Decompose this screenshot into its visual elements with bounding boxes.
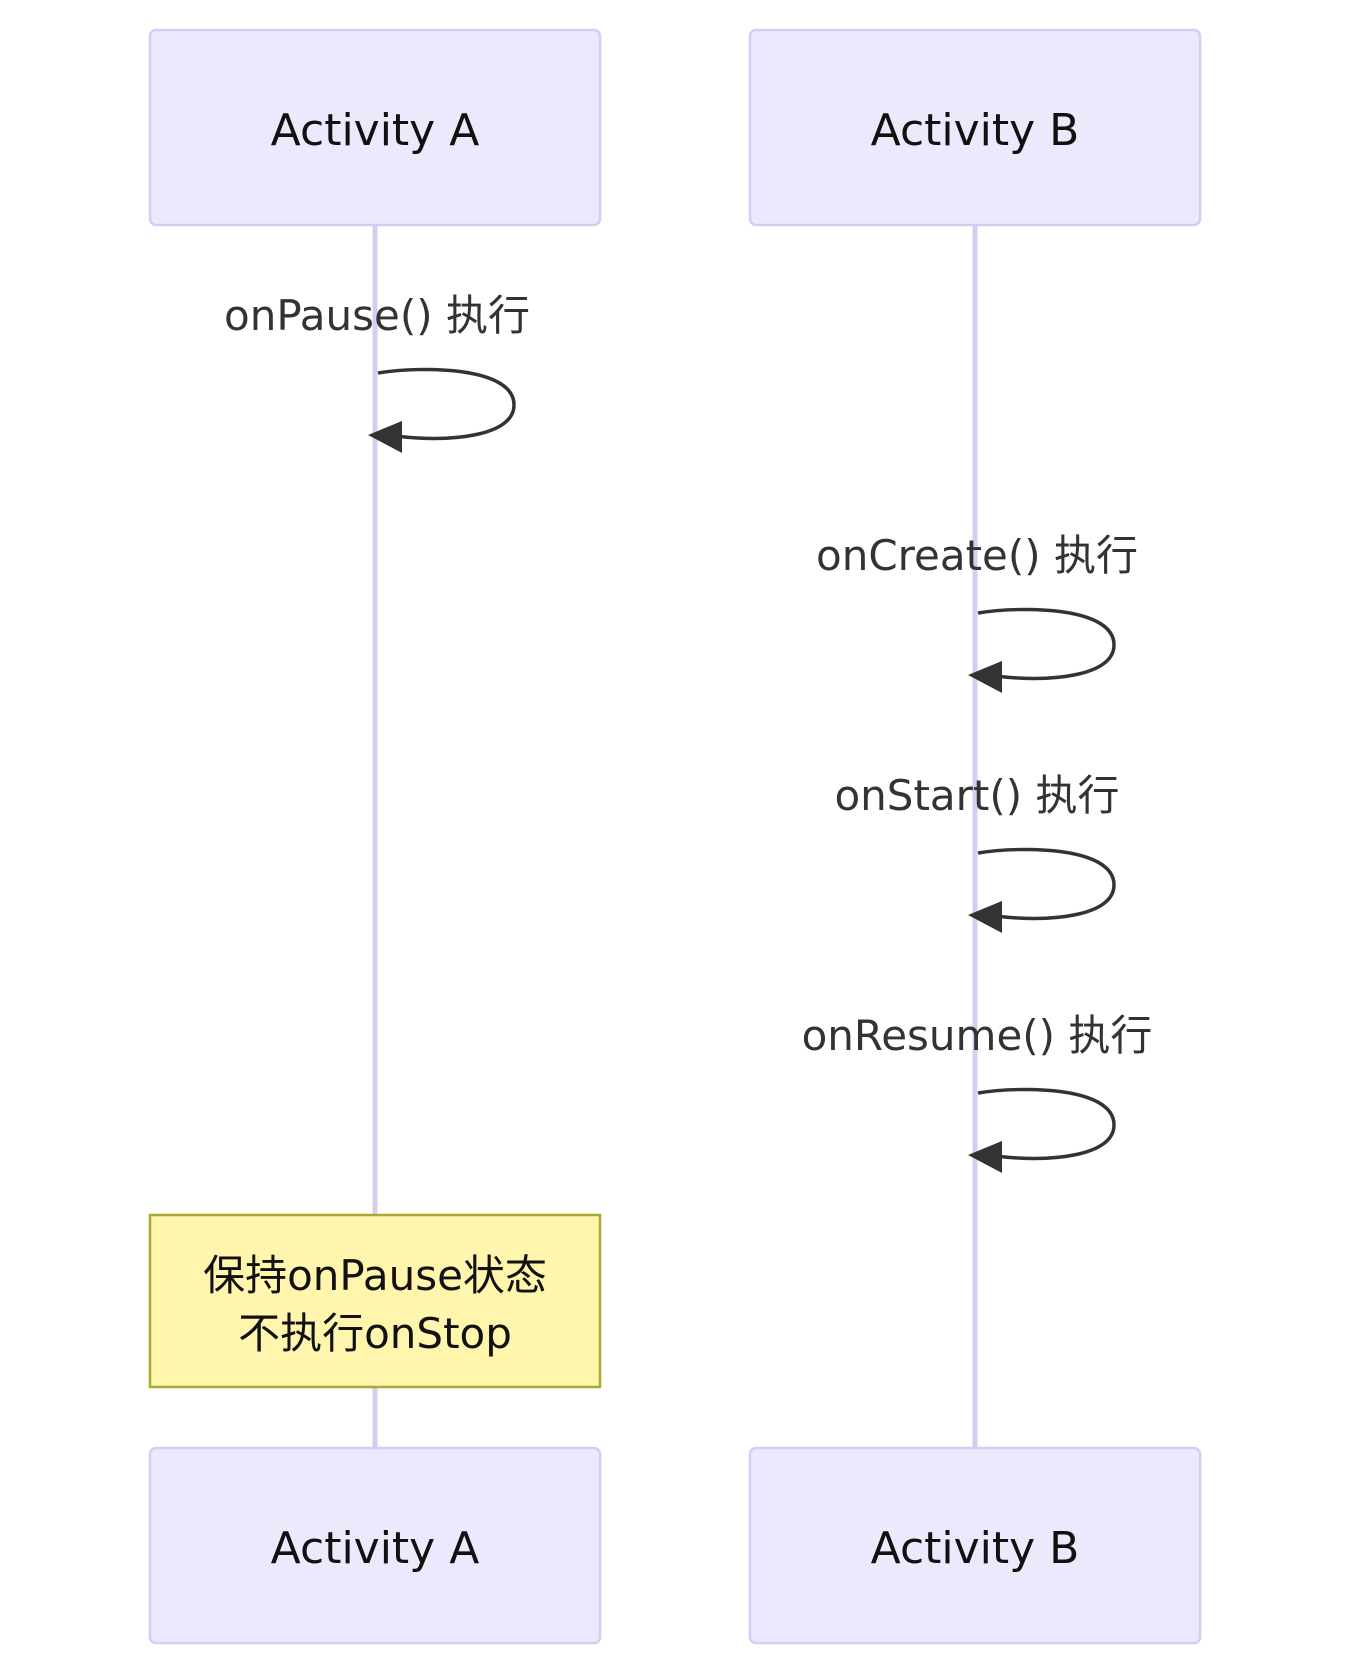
note-box (148, 1213, 602, 1389)
note-onpause-state: 保持onPause状态 不执行onStop (148, 1213, 602, 1389)
message-label: onStart() 执行 (834, 771, 1119, 820)
self-message-onstart: onStart() 执行 (834, 771, 1120, 933)
note-line-1: 保持onPause状态 (203, 1251, 547, 1300)
actor-label: Activity B (871, 1523, 1080, 1574)
self-message-onresume: onResume() 执行 (802, 1011, 1153, 1173)
actor-box (748, 28, 1202, 227)
message-label: onPause() 执行 (224, 291, 530, 340)
arrowhead (968, 901, 1002, 933)
actor-bottom-activity-a: Activity A (148, 1446, 602, 1645)
self-message-oncreate: onCreate() 执行 (816, 531, 1138, 693)
self-loop-arrow (377, 367, 516, 441)
actor-box (148, 1446, 602, 1645)
actor-top-activity-b: Activity B (748, 28, 1202, 227)
arrowhead (968, 661, 1002, 693)
message-label: onResume() 执行 (802, 1011, 1153, 1060)
actor-bottom-activity-b: Activity B (748, 1446, 1202, 1645)
self-loop-arrow (977, 1087, 1116, 1161)
actor-box (148, 28, 602, 227)
self-loop-arrow (977, 607, 1116, 681)
self-loop-arrow (977, 847, 1116, 921)
actor-box (748, 1446, 1202, 1645)
arrowhead (368, 421, 402, 453)
actor-label: Activity A (271, 105, 480, 156)
actor-label: Activity B (871, 105, 1080, 156)
note-line-2: 不执行onStop (238, 1309, 512, 1358)
self-message-onpause: onPause() 执行 (224, 291, 530, 453)
actor-label: Activity A (271, 1523, 480, 1574)
actor-top-activity-a: Activity A (148, 28, 602, 227)
message-label: onCreate() 执行 (816, 531, 1138, 580)
arrowhead (968, 1141, 1002, 1173)
